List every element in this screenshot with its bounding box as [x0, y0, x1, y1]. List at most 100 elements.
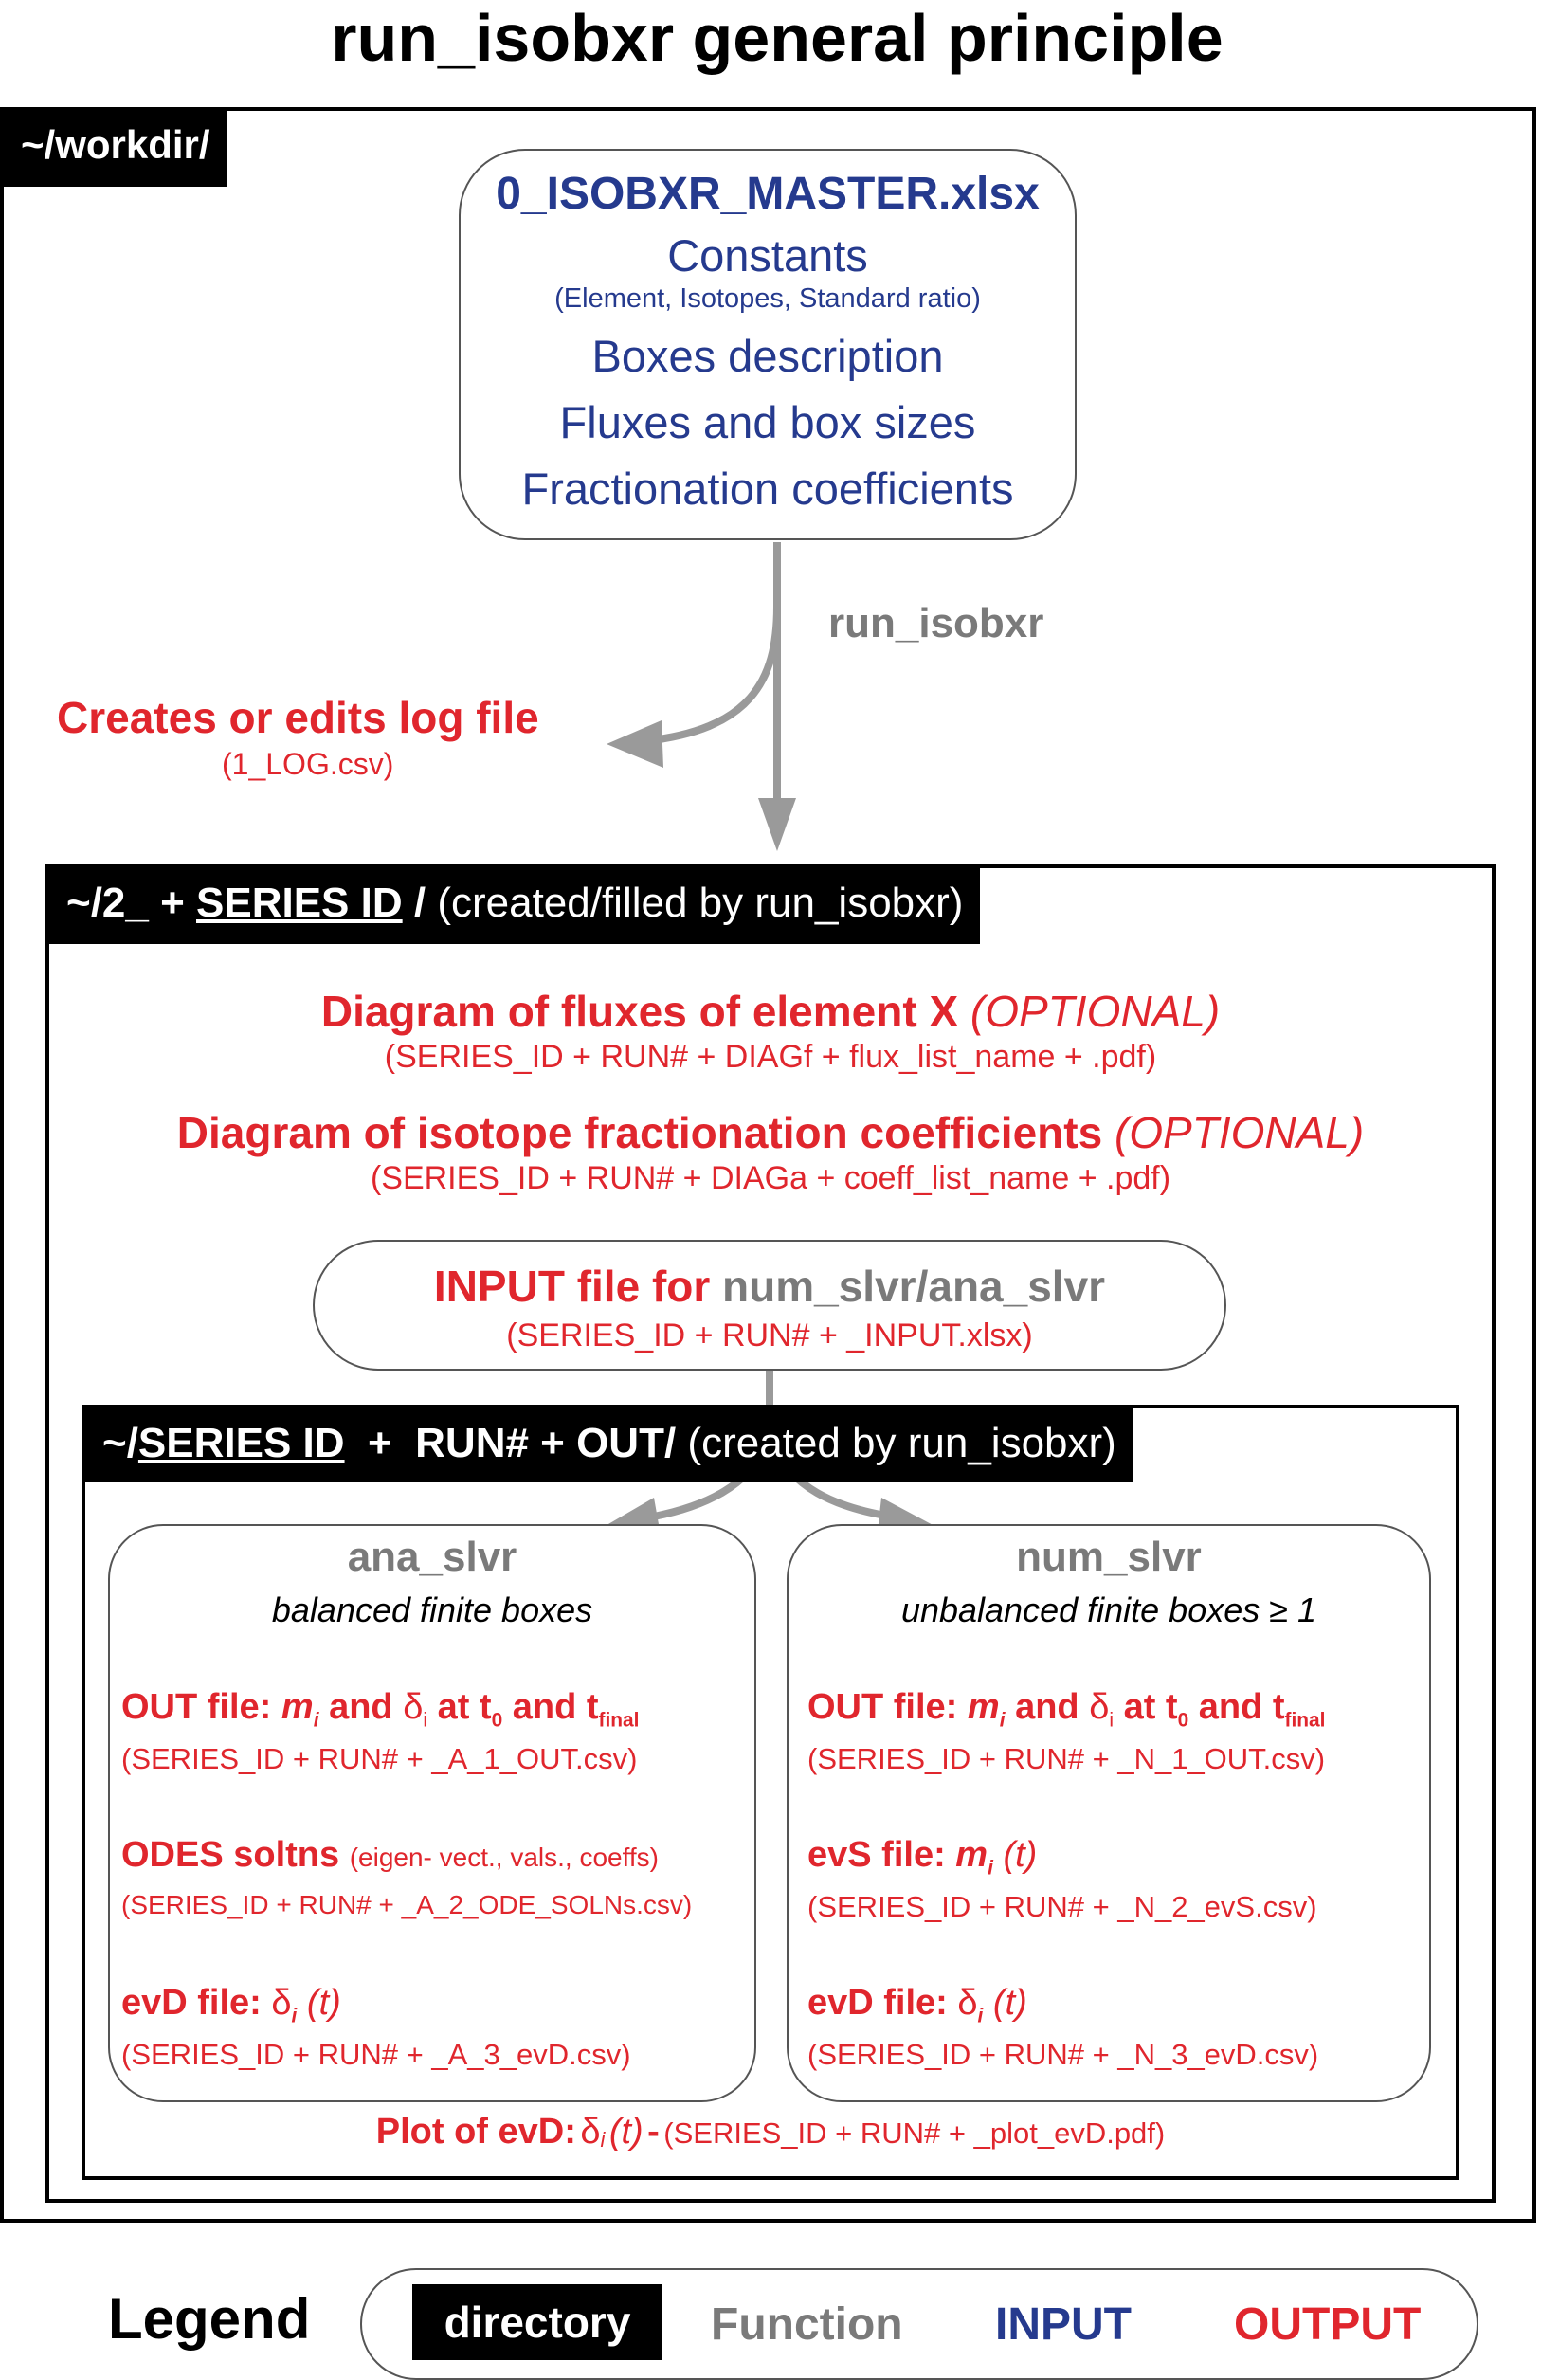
- num-out-and: and: [1015, 1687, 1079, 1727]
- ana-out-file: (SERIES_ID + RUN# + _A_1_OUT.csv): [121, 1742, 638, 1775]
- input-file-box: [313, 1240, 1226, 1371]
- num-evs-file: (SERIES_ID + RUN# + _N_2_evS.csv): [807, 1890, 1317, 1923]
- plot-evd-file: (SERIES_ID + RUN# + _plot_evD.pdf): [663, 2117, 1166, 2150]
- num-evs-heading: evS file: mi (t): [807, 1835, 1037, 1880]
- ana-odes-file: (SERIES_ID + RUN# + _A_2_ODE_SOLNs.csv): [121, 1890, 693, 1919]
- ana-out-tfinal: final: [598, 1709, 640, 1732]
- input-file-target: num_slvr/ana_slvr: [722, 1262, 1106, 1311]
- master-file-box: [459, 149, 1077, 540]
- num-out-and-t: and t: [1198, 1687, 1285, 1727]
- ana-slvr-box: [108, 1524, 756, 2102]
- coeff-diagram-title: Diagram of isotope fractionation coeffic…: [0, 1107, 1541, 1158]
- num-evd-label: evD file:: [807, 1983, 948, 2023]
- out-dir-label: ~/SERIES ID + RUN# + OUT/ (created by ru…: [85, 1408, 1133, 1482]
- input-file-title: INPUT file for num_slvr/ana_slvr: [313, 1261, 1226, 1312]
- num-slvr-subtitle: unbalanced finite boxes ≥ 1: [900, 1590, 1317, 1629]
- flux-diagram-file: (SERIES_ID + RUN# + DIAGf + flux_list_na…: [384, 1039, 1157, 1075]
- master-constants-note: (Element, Isotopes, Standard ratio): [554, 283, 981, 314]
- log-title: Creates or edits log file: [57, 693, 539, 742]
- num-evs-label: evS file:: [807, 1835, 946, 1875]
- plot-evd-line: Plot of evD: δi (t) - (SERIES_ID + RUN# …: [82, 2112, 1459, 2153]
- ana-out-delta-i: i: [423, 1709, 427, 1732]
- workdir-label: ~/workdir/: [4, 111, 227, 187]
- ana-out-m-i: i: [313, 1709, 319, 1732]
- num-evd-delta: δ: [957, 1983, 978, 2023]
- out-dir-frame: [82, 1405, 1459, 2180]
- legend-input: INPUT: [995, 2299, 1132, 2350]
- ana-odes-note: (eigen- vect., vals., coeffs): [349, 1843, 659, 1872]
- master-fractionation: Fractionation coefficients: [521, 463, 1014, 514]
- series-dir-id: SERIES ID: [196, 880, 403, 926]
- plot-evd-delta-i: i: [600, 2128, 606, 2153]
- num-out-label: OUT file:: [807, 1687, 958, 1727]
- num-evd-heading: evD file: δi (t): [807, 1983, 1027, 2028]
- page-title: run_isobxr general principle: [331, 1, 1224, 75]
- ana-out-and-t: and t: [512, 1687, 599, 1727]
- num-out-at: at t: [1123, 1687, 1178, 1727]
- series-dir-slash: /: [402, 880, 426, 926]
- num-evd-t: (t): [992, 1983, 1027, 2023]
- ana-out-t0: 0: [491, 1709, 503, 1732]
- ana-odes-label: ODES soltns: [121, 1835, 340, 1875]
- ana-evd-delta-i: i: [291, 2005, 298, 2027]
- out-dir-prefix: ~/: [102, 1420, 138, 1466]
- num-slvr-box: [787, 1524, 1431, 2102]
- num-slvr-title: num_slvr: [1016, 1534, 1202, 1580]
- log-file: (1_LOG.csv): [222, 747, 394, 781]
- workdir-frame: [0, 107, 1536, 2223]
- series-dir-label: ~/2_ + SERIES ID / (created/filled by ru…: [49, 868, 981, 944]
- master-filename: 0_ISOBXR_MASTER.xlsx: [496, 169, 1040, 219]
- out-dir-note: (created by run_isobxr): [676, 1420, 1116, 1466]
- ana-odes-heading: ODES soltns (eigen- vect., vals., coeffs…: [121, 1835, 659, 1876]
- num-evd-delta-i: i: [977, 2005, 984, 2027]
- out-dir-id: SERIES ID: [137, 1420, 345, 1466]
- legend-title: Legend: [108, 2287, 311, 2351]
- series-dir-frame: [45, 864, 1496, 2203]
- input-file-label: INPUT file for: [433, 1262, 711, 1311]
- plot-evd-t: (t): [608, 2112, 644, 2152]
- flux-diagram-title: Diagram of fluxes of element X (OPTIONAL…: [0, 986, 1541, 1037]
- log-arrow-head: [607, 720, 663, 768]
- num-out-m: m: [967, 1687, 1000, 1727]
- coeff-diagram-label: Diagram of isotope fractionation coeffic…: [176, 1108, 1103, 1157]
- num-out-file: (SERIES_ID + RUN# + _N_1_OUT.csv): [807, 1742, 1326, 1775]
- out-dir-mid: + RUN# + OUT/: [344, 1420, 677, 1466]
- ana-evd-delta: δ: [271, 1983, 292, 2023]
- num-evd-file: (SERIES_ID + RUN# + _N_3_evD.csv): [807, 2038, 1319, 2071]
- master-fluxes: Fluxes and box sizes: [559, 397, 976, 447]
- ana-evd-heading: evD file: δi (t): [121, 1983, 341, 2028]
- ana-out-delta: δ: [403, 1687, 424, 1727]
- num-evs-m-i: i: [988, 1857, 993, 1880]
- num-out-tfinal: final: [1284, 1709, 1326, 1732]
- num-out-heading: OUT file: mi and δi at t0 and tfinal: [807, 1687, 1325, 1733]
- num-evs-m: m: [955, 1835, 988, 1875]
- series-dir-note: (created/filled by run_isobxr): [426, 880, 964, 926]
- ana-out-and: and: [329, 1687, 393, 1727]
- ana-evd-file: (SERIES_ID + RUN# + _A_3_evD.csv): [121, 2038, 631, 2071]
- legend-directory: directory: [412, 2284, 662, 2360]
- ana-out-label: OUT file:: [121, 1687, 272, 1727]
- coeff-diagram-file: (SERIES_ID + RUN# + DIAGa + coeff_list_n…: [370, 1160, 1171, 1196]
- plot-evd-label: Plot of evD:: [375, 2112, 576, 2152]
- legend-output: OUTPUT: [1234, 2299, 1422, 2350]
- ana-out-m: m: [281, 1687, 314, 1727]
- run-arrow-head: [758, 798, 796, 851]
- num-evs-t: (t): [1003, 1835, 1038, 1875]
- num-out-m-i: i: [999, 1709, 1006, 1732]
- plot-evd-delta: δ: [580, 2112, 601, 2152]
- flux-diagram-label: Diagram of fluxes of element X: [320, 987, 959, 1036]
- ana-evd-t: (t): [306, 1983, 341, 2023]
- num-out-delta: δ: [1089, 1687, 1110, 1727]
- ana-out-heading: OUT file: mi and δi at t0 and tfinal: [121, 1687, 639, 1733]
- ana-out-at: at t: [437, 1687, 492, 1727]
- plot-evd-dash: -: [647, 2112, 660, 2152]
- run-isobxr-function: run_isobxr: [828, 600, 1044, 646]
- legend-function: Function: [711, 2299, 903, 2350]
- coeff-diagram-optional: (OPTIONAL): [1114, 1108, 1365, 1157]
- num-out-delta-i: i: [1109, 1709, 1114, 1732]
- input-file-name: (SERIES_ID + RUN# + _INPUT.xlsx): [506, 1317, 1033, 1354]
- ana-slvr-title: ana_slvr: [347, 1534, 517, 1580]
- run-arrow: [644, 542, 781, 806]
- series-dir-prefix: ~/2_ +: [66, 880, 197, 926]
- ana-slvr-subtitle: balanced finite boxes: [271, 1590, 593, 1629]
